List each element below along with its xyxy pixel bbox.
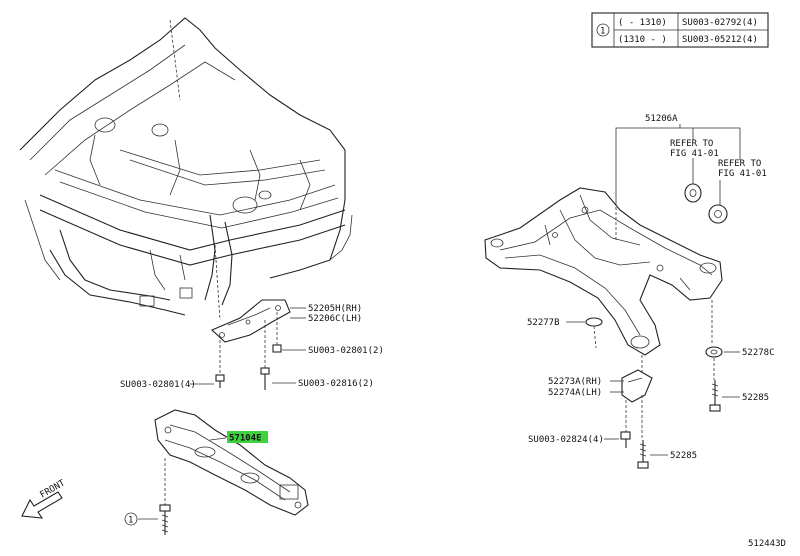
label-52285-upper[interactable]: 52285 bbox=[742, 393, 769, 403]
bushing-refer-2[interactable] bbox=[708, 204, 728, 224]
bolt-crossmember[interactable] bbox=[159, 504, 171, 535]
bracket-52273a[interactable] bbox=[621, 369, 653, 403]
bolt-marker: 1 bbox=[128, 516, 133, 526]
bolt-su003-02824[interactable] bbox=[620, 431, 631, 448]
label-52285-lower[interactable]: 52285 bbox=[670, 451, 697, 461]
legend-table: 1 ( - 1310) SU003-02792(4) (1310 - ) SU0… bbox=[591, 12, 769, 48]
legend-marker: 1 bbox=[600, 27, 605, 37]
legend-range-1: ( - 1310) bbox=[618, 18, 667, 28]
bracket-52205h[interactable] bbox=[211, 299, 291, 343]
legend-part-1[interactable]: SU003-02792(4) bbox=[682, 18, 758, 28]
vehicle-body-illustration bbox=[19, 17, 353, 321]
bolt-su003-02816[interactable] bbox=[260, 367, 270, 390]
label-52273a[interactable]: 52273A(RH) bbox=[548, 377, 602, 387]
legend-range-2: (1310 - ) bbox=[618, 35, 667, 45]
label-su003-02816[interactable]: SU003-02816(2) bbox=[298, 379, 374, 389]
bolt-52285-upper[interactable] bbox=[709, 380, 721, 412]
bolt-marker-circle bbox=[124, 512, 138, 526]
bolt-52285-lower[interactable] bbox=[637, 440, 649, 469]
washer-52277b[interactable] bbox=[585, 317, 603, 327]
label-52205h[interactable]: 52205H(RH) bbox=[308, 304, 362, 314]
bushing-refer-1[interactable] bbox=[684, 183, 702, 203]
bolt-su003-02801-2[interactable] bbox=[272, 344, 282, 353]
diagram-id: 512443D bbox=[748, 539, 786, 549]
legend-marker-circle bbox=[596, 23, 610, 37]
label-52274a[interactable]: 52274A(LH) bbox=[548, 388, 602, 398]
label-57104e[interactable]: 57104E bbox=[229, 434, 262, 444]
refer-1-line-2: FIG 41-01 bbox=[670, 149, 719, 159]
refer-1-line-1: REFER TO bbox=[670, 139, 713, 149]
crossmember-57104e[interactable] bbox=[154, 409, 309, 516]
refer-2-line-1: REFER TO bbox=[718, 159, 761, 169]
label-su003-02824[interactable]: SU003-02824(4) bbox=[528, 435, 604, 445]
washer-52278c[interactable] bbox=[705, 346, 723, 358]
rear-subframe[interactable] bbox=[484, 187, 723, 356]
label-52277b[interactable]: 52277B bbox=[527, 318, 560, 328]
bolt-su003-02801-4[interactable] bbox=[215, 374, 225, 388]
legend-part-2[interactable]: SU003-05212(4) bbox=[682, 35, 758, 45]
highlight-57104e bbox=[227, 431, 268, 443]
label-52278c[interactable]: 52278C bbox=[742, 348, 775, 358]
refer-2-line-2: FIG 41-01 bbox=[718, 169, 767, 179]
front-label: FRONT bbox=[39, 478, 68, 500]
label-51206a[interactable]: 51206A bbox=[645, 114, 678, 124]
label-52206c[interactable]: 52206C(LH) bbox=[308, 314, 362, 324]
label-su003-02801-2[interactable]: SU003-02801(2) bbox=[308, 346, 384, 356]
front-arrow-icon bbox=[21, 491, 63, 519]
label-su003-02801-4[interactable]: SU003-02801(4) bbox=[120, 380, 196, 390]
